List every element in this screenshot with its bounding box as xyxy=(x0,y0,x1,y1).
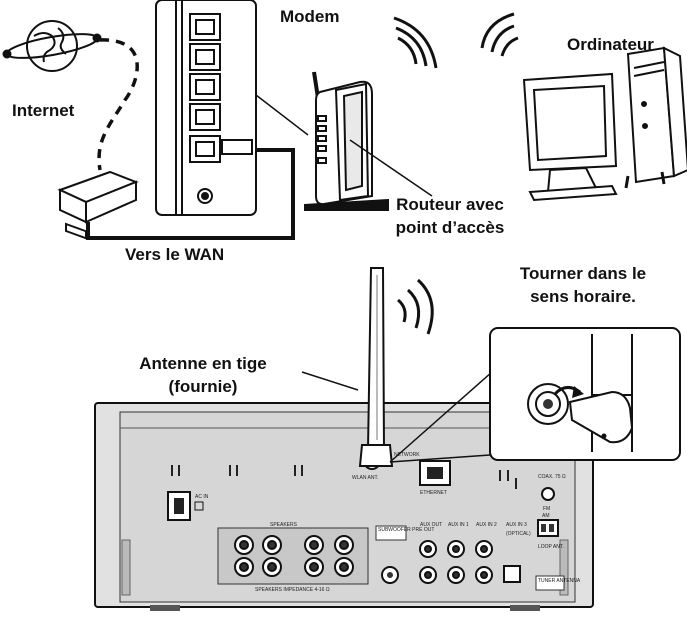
modem-label: Modem xyxy=(280,7,340,26)
svg-text:(OPTICAL): (OPTICAL) xyxy=(506,531,531,537)
svg-text:FM: FM xyxy=(543,506,550,512)
rotate-label-line2: sens horaire. xyxy=(530,287,636,306)
svg-text:AC IN: AC IN xyxy=(195,494,209,500)
modem-icon xyxy=(155,0,257,216)
antenna-label-line1: Antenne en tige xyxy=(139,354,267,373)
antenna-label-line2: (fournie) xyxy=(168,377,238,396)
router-label-line1: Routeur avec xyxy=(396,195,504,214)
rod-antenna-icon xyxy=(358,267,394,467)
computer-icon xyxy=(522,46,687,202)
svg-text:SPEAKERS IMPEDANCE 4-16 Ω: SPEAKERS IMPEDANCE 4-16 Ω xyxy=(255,587,330,593)
rotate-label-line1: Tourner dans le xyxy=(519,264,647,283)
wan-box-icon xyxy=(57,170,139,240)
svg-text:WLAN ANT.: WLAN ANT. xyxy=(352,475,378,481)
svg-text:COAX. 75 Ω: COAX. 75 Ω xyxy=(538,474,566,480)
svg-text:AM: AM xyxy=(542,513,550,519)
internet-globe-icon xyxy=(2,20,102,72)
wan-cable xyxy=(86,148,295,240)
svg-text:AUX IN 3: AUX IN 3 xyxy=(506,522,527,528)
svg-text:TUNER ANTENNA: TUNER ANTENNA xyxy=(538,578,581,584)
antenna-wifi-icon xyxy=(397,278,434,335)
computer-label: Ordinateur xyxy=(567,35,654,54)
svg-text:NETWORK: NETWORK xyxy=(394,452,420,458)
internet-label: Internet xyxy=(12,101,75,120)
svg-text:AUX IN 2: AUX IN 2 xyxy=(476,522,497,528)
speaker-terminals xyxy=(234,535,354,577)
router-wifi-icon xyxy=(393,16,438,69)
svg-text:LOOP ANT.: LOOP ANT. xyxy=(538,544,564,550)
svg-text:SUBWOOFER PRE OUT: SUBWOOFER PRE OUT xyxy=(378,527,434,533)
internet-dashed-line xyxy=(97,38,139,171)
svg-text:AUX OUT: AUX OUT xyxy=(420,522,442,528)
svg-text:ETHERNET: ETHERNET xyxy=(420,490,447,496)
router-icon xyxy=(304,71,389,211)
rotate-inset xyxy=(489,327,681,461)
svg-text:SPEAKERS: SPEAKERS xyxy=(270,522,298,528)
router-label-line2: point d’accès xyxy=(395,218,505,237)
computer-wifi-icon xyxy=(480,12,519,57)
wan-label: Vers le WAN xyxy=(125,245,225,264)
svg-text:AUX IN 1: AUX IN 1 xyxy=(448,522,469,528)
